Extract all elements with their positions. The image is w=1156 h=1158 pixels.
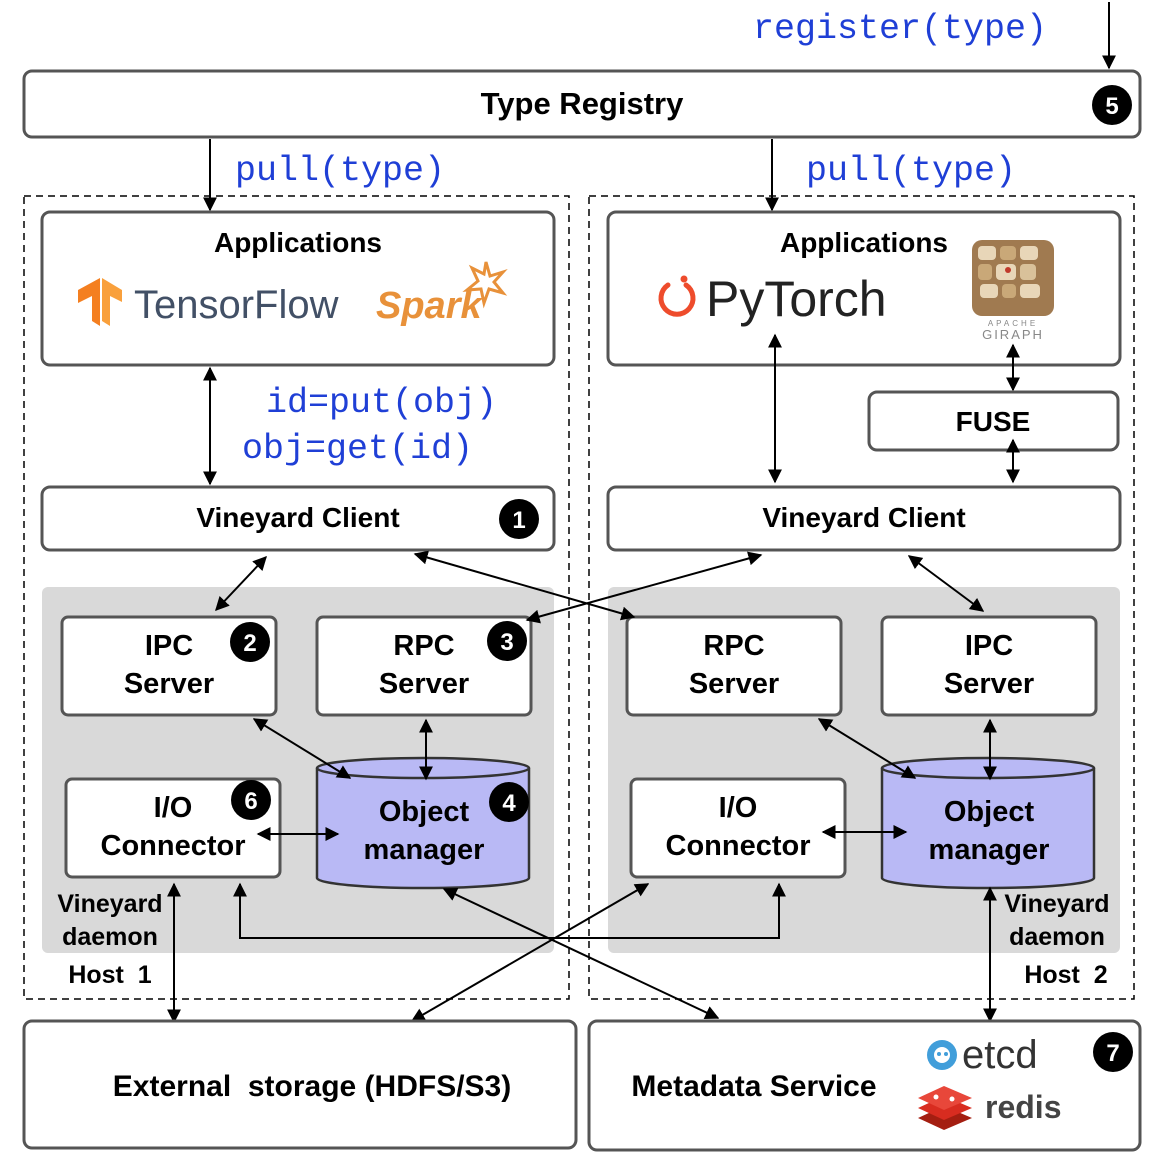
external-storage-box (22, 1019, 578, 1150)
badge-1 (499, 499, 539, 539)
arrow-om1-metadata (442, 888, 720, 1019)
host2-applications-title: Applications (780, 227, 948, 258)
badge-4 (489, 782, 529, 822)
fuse-box (867, 390, 1120, 452)
external-storage-label: External storage (HDFS/S3) (113, 1070, 511, 1103)
badge-4-text: 4 (502, 790, 516, 817)
host1-ipc-server-line2: Server (124, 668, 214, 700)
pytorch-logo-icon (658, 275, 696, 317)
register-call-label: register(type) (753, 9, 1047, 49)
etcd-logo-icon (927, 1040, 957, 1070)
host1-applications-title: Applications (214, 227, 382, 258)
arrow-client2-rpc1 (525, 551, 763, 624)
host2-ipc-server-box (880, 615, 1098, 717)
type-registry-box (22, 69, 1142, 139)
host2-rpc-server-line1: RPC (703, 630, 764, 662)
host2-vineyard-client-box (606, 485, 1122, 552)
badge-5 (1092, 85, 1132, 125)
badge-5-text: 5 (1105, 93, 1118, 120)
connection-arrows (167, 550, 997, 1024)
host1-ipc-server-box (60, 615, 278, 717)
metadata-service-box (587, 1019, 1142, 1152)
badge-3 (487, 621, 527, 661)
badge-3-text: 3 (500, 629, 513, 656)
host1-object-manager-line1: Object (379, 796, 470, 828)
host2-ipc-server-line1: IPC (965, 630, 1013, 662)
host1-rpc-server-line2: Server (379, 668, 469, 700)
pull-call-right: pull(type) (806, 151, 1016, 191)
badge-1-text: 1 (512, 507, 525, 534)
badge-7-text: 7 (1106, 1040, 1119, 1067)
host1-container (23, 195, 570, 1000)
host1-vineyard-client-label: Vineyard Client (196, 502, 399, 533)
giraph-logo-text-bottom: GIRAPH (982, 327, 1044, 342)
host2-vineyard-client-label: Vineyard Client (762, 502, 965, 533)
badge-6 (231, 780, 271, 820)
fuse-label: FUSE (956, 406, 1031, 437)
type-registry-label: Type Registry (481, 86, 684, 121)
host1-applications-box (40, 210, 556, 367)
badge-2-text: 2 (243, 630, 256, 657)
host1-label: Host 1 (68, 961, 151, 989)
host2-label: Host 2 (1024, 961, 1107, 989)
redis-logo-text: redis (985, 1089, 1061, 1125)
arrow-client1-ipc1 (215, 555, 267, 612)
badge-2 (230, 622, 270, 662)
arrow-client2-ipc2 (907, 555, 985, 612)
etcd-logo-text: etcd (962, 1033, 1038, 1077)
spark-logo-text: Spark (376, 285, 483, 327)
badge-7 (1093, 1032, 1133, 1072)
host1-vineyard-client-box (40, 485, 556, 552)
redis-logo-icon (918, 1086, 972, 1130)
host1-io-connector-line1: I/O (154, 792, 193, 824)
host1-rpc-server-line1: RPC (393, 630, 454, 662)
host2-daemon-label-line2: daemon (1009, 923, 1105, 951)
host1-object-manager-line2: manager (364, 834, 485, 866)
arrow-rpc2-om2 (817, 718, 917, 779)
arrow-ipc1-om1 (252, 718, 352, 779)
host2-io-connector-line1: I/O (719, 792, 758, 824)
host1-daemon-label-line1: Vineyard (57, 890, 162, 918)
host1-io-connector-line2: Connector (101, 830, 246, 862)
metadata-service-label: Metadata Service (631, 1070, 876, 1103)
host2-object-manager-line1: Object (944, 796, 1035, 828)
host1-daemon-label-line2: daemon (62, 923, 158, 951)
api-get-label: obj=get(id) (242, 429, 473, 469)
host2-object-manager-line2: manager (929, 834, 1050, 866)
tensorflow-logo-icon (78, 278, 122, 326)
api-put-label: id=put(obj) (266, 383, 497, 423)
host2-io-connector-line2: Connector (666, 830, 811, 862)
host1-ipc-server-line1: IPC (145, 630, 193, 662)
giraph-logo-icon (972, 240, 1054, 316)
pytorch-logo-text: PyTorch (706, 271, 887, 327)
pull-call-left: pull(type) (235, 151, 445, 191)
host2-ipc-server-line2: Server (944, 668, 1034, 700)
host2-rpc-server-line2: Server (689, 668, 779, 700)
badge-6-text: 6 (244, 788, 257, 815)
giraph-logo-text-top: APACHE (988, 319, 1038, 328)
spark-star-icon (462, 261, 508, 309)
host2-daemon-label-line1: Vineyard (1004, 890, 1109, 918)
tensorflow-logo-text: TensorFlow (134, 283, 339, 327)
